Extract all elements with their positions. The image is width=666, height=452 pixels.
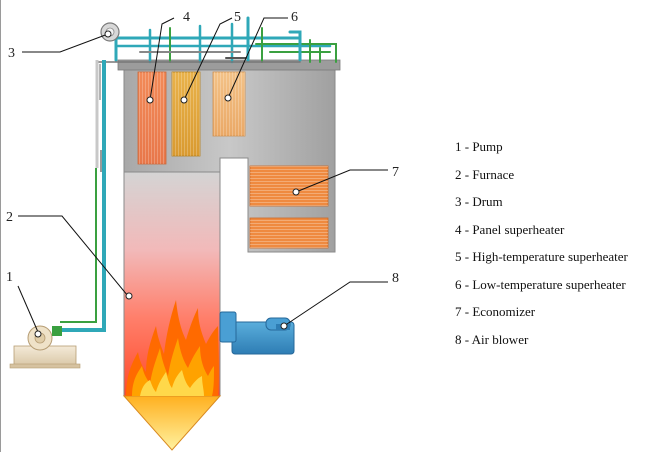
- air-blower: [219, 311, 295, 355]
- high-temperature-superheater: [171, 71, 201, 157]
- legend-item-economizer: 7 - Economizer: [455, 304, 536, 319]
- legend-item-pump: 1 - Pump: [455, 139, 503, 154]
- top-piping: [97, 16, 337, 64]
- callout-3: 3: [8, 46, 15, 61]
- economizer: [249, 165, 329, 249]
- legend-item-high-temperature-superheater: 5 - High-temperature superheater: [455, 249, 628, 264]
- furnace: [122, 171, 222, 451]
- callout-numbers: 1 2 3 4 5 6 7 8: [6, 10, 399, 286]
- pump: [9, 325, 81, 369]
- legend-item-drum: 3 - Drum: [455, 194, 503, 209]
- callout-4: 4: [183, 10, 190, 25]
- legend: 1 - Pump 2 - Furnace 3 - Drum 4 - Panel …: [455, 138, 665, 358]
- legend-item-furnace: 2 - Furnace: [455, 166, 515, 182]
- callout-5: 5: [234, 10, 241, 25]
- callout-2: 2: [6, 210, 13, 225]
- low-temperature-superheater: [212, 71, 246, 137]
- callout-1: 1: [6, 270, 13, 285]
- legend-item-low-temperature-superheater: 6 - Low-temperature superheater: [455, 276, 626, 292]
- callout-7: 7: [392, 165, 399, 180]
- flame: [126, 300, 219, 396]
- callout-6: 6: [291, 10, 298, 25]
- leader-lines: [17, 17, 388, 333]
- callout-markers: [34, 30, 300, 338]
- callout-8: 8: [392, 271, 399, 286]
- downcomer-pipes: [60, 60, 106, 332]
- legend-item-panel-superheater: 4 - Panel superheater: [455, 221, 565, 237]
- legend-item-air-blower: 8 - Air blower: [455, 331, 529, 347]
